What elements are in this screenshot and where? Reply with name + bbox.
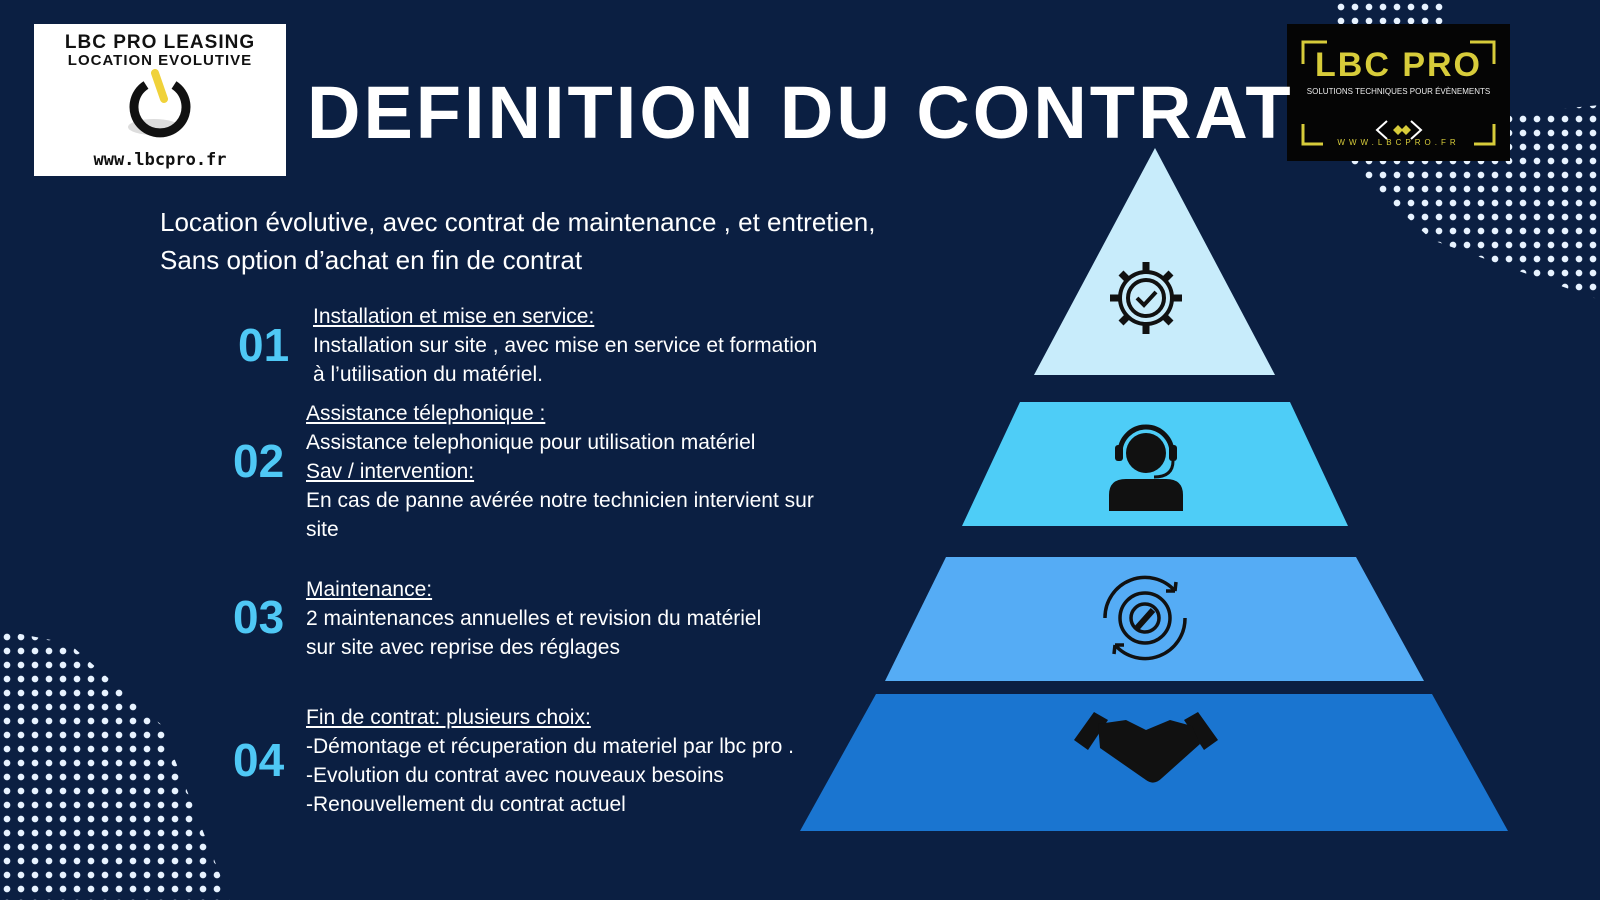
logo-url: www.lbcpro.fr	[93, 150, 227, 170]
support-agent-icon	[1109, 424, 1183, 511]
item-line: sur site avec reprise des réglages	[306, 636, 620, 659]
item-line: site	[306, 518, 339, 541]
gear-check-icon	[1110, 262, 1182, 334]
item-line: -Démontage et récuperation du materiel p…	[306, 735, 794, 758]
logo-tagline: SOLUTIONS TECHNIQUES POUR ÉVÈNEMENTS	[1306, 87, 1491, 96]
item-heading: Fin de contrat: plusieurs choix:	[306, 706, 591, 729]
lbc-pro-logo: LBC PRO SOLUTIONS TECHNIQUES POUR ÉVÈNEM…	[1287, 24, 1510, 161]
page-title: DEFINITION DU CONTRAT	[307, 71, 1294, 154]
subtitle-line: Sans option d’achat en fin de contrat	[160, 245, 583, 275]
item-number: 03	[233, 591, 285, 643]
item-heading: Installation et mise en service:	[313, 305, 595, 328]
item-text-02: Assistance télephonique : Assistance tel…	[306, 399, 814, 544]
item-line: 2 maintenances annuelles et revision du …	[306, 607, 762, 630]
item-number: 02	[233, 435, 285, 487]
pyramid-tier-1	[1034, 148, 1275, 375]
item-text-04: Fin de contrat: plusieurs choix: -Démont…	[306, 703, 794, 819]
item-heading: Maintenance:	[306, 578, 433, 601]
item-line: Installation sur site , avec mise en ser…	[313, 334, 818, 357]
logo-line1: LBC PRO LEASING	[64, 32, 256, 53]
item-heading: Assistance télephonique :	[306, 402, 546, 425]
subtitle-line: Location évolutive, avec contrat de main…	[160, 207, 876, 237]
logo-name: LBC PRO	[1315, 46, 1482, 84]
item-line: -Renouvellement du contrat actuel	[306, 793, 626, 816]
handshake-icon	[1074, 712, 1218, 783]
power-icon	[128, 69, 191, 138]
frame-corners-icon	[1301, 40, 1496, 146]
item-text-03: Maintenance: 2 maintenances annuelles et…	[306, 575, 761, 662]
maintenance-cycle-icon	[1103, 575, 1187, 661]
item-line: à l’utilisation du matériel.	[313, 363, 543, 386]
item-heading: Sav / intervention:	[306, 460, 475, 483]
subtitle: Location évolutive, avec contrat de main…	[160, 203, 875, 279]
item-line: -Evolution du contrat avec nouveaux beso…	[306, 764, 724, 787]
item-line: En cas de panne avérée notre technicien …	[306, 489, 814, 512]
item-line: Assistance telephonique pour utilisation…	[306, 431, 756, 454]
pyramid-tier-3	[885, 557, 1424, 681]
logo-url: WWW.LBCPRO.FR	[1337, 138, 1460, 147]
item-number: 01	[238, 319, 290, 371]
item-number: 04	[233, 734, 285, 786]
item-text-01: Installation et mise en service: Install…	[313, 302, 817, 389]
logo-line2: LOCATION EVOLUTIVE	[67, 52, 253, 69]
lbc-pro-leasing-logo: LBC PRO LEASING LOCATION EVOLUTIVE www.l…	[34, 24, 286, 176]
